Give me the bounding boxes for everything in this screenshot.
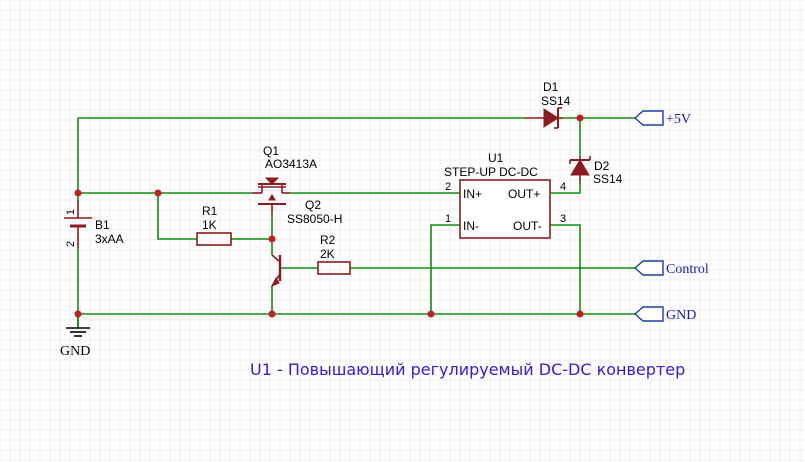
u1-ref: U1 [488, 151, 504, 165]
u1-pin-out-minus-num: 3 [560, 213, 566, 225]
junction-dot [427, 310, 435, 318]
d2-value: SS14 [593, 172, 623, 186]
diode-d2[interactable]: D2 SS14 [569, 156, 623, 186]
u1-pin-out-plus-label: OUT+ [508, 187, 540, 201]
junction-dot [268, 310, 276, 318]
junction-dot [268, 235, 276, 243]
r2-ref: R2 [320, 233, 336, 247]
junction-dot [74, 310, 82, 318]
q2-value: SS8050-H [287, 212, 342, 226]
q1-value: AO3413A [265, 157, 317, 171]
wire-in-minus [430, 224, 460, 314]
battery-pin-2: 2 [65, 241, 77, 247]
transistor-q2[interactable]: Q2 SS8050-H [270, 198, 342, 287]
r1-ref: R1 [202, 204, 218, 218]
junction-dot [154, 189, 162, 197]
battery-value: 3xAA [95, 232, 124, 246]
gnd-symbol-label: GND [60, 344, 90, 359]
wire-out-plus [550, 182, 581, 194]
q1-ref: Q1 [263, 144, 279, 158]
wire-out-minus [550, 224, 581, 314]
battery-b1[interactable]: 1 2 B1 3xAA [64, 200, 124, 248]
mosfet-q1[interactable]: Q1 AO3413A [252, 144, 317, 214]
wire-r1-left [157, 193, 197, 240]
junction-dot [576, 114, 584, 122]
u1-value: STEP-UP DC-DC [444, 165, 538, 179]
junction-dot [74, 189, 82, 197]
d1-value: SS14 [541, 94, 571, 108]
d2-ref: D2 [594, 159, 610, 173]
ground-symbol: GND [60, 314, 90, 359]
u1-pin-in-minus-num: 1 [445, 213, 451, 225]
junction-dot [576, 310, 584, 318]
u1-pin-out-plus-num: 4 [560, 181, 566, 193]
resistor-r2[interactable]: R2 2K [317, 233, 351, 275]
net-port-plus5v[interactable]: +5V [633, 110, 691, 127]
net-port-control-label: Control [666, 262, 709, 277]
q2-ref: Q2 [305, 198, 321, 212]
resistor-r1[interactable]: R1 1K [196, 204, 232, 246]
battery-pin-1: 1 [65, 209, 77, 215]
u1-pin-in-plus-num: 2 [445, 181, 451, 193]
battery-ref: B1 [95, 218, 110, 232]
junctions [74, 114, 584, 318]
schematic-note: U1 - Повышающий регулируемый DC-DC конве… [250, 360, 685, 379]
net-port-gnd[interactable]: GND [633, 306, 696, 323]
net-port-gnd-label: GND [666, 308, 696, 323]
diode-d1[interactable]: D1 SS14 [525, 80, 571, 129]
u1-pin-in-minus-label: IN- [463, 219, 479, 233]
u1-pin-out-minus-label: OUT- [513, 219, 542, 233]
r1-value: 1K [202, 218, 217, 232]
d1-ref: D1 [543, 80, 559, 94]
net-port-control[interactable]: Control [633, 260, 709, 277]
u1-pin-in-plus-label: IN+ [463, 187, 482, 201]
wires [77, 117, 635, 328]
dc-dc-module-u1[interactable]: U1 STEP-UP DC-DC 2 IN+ 1 IN- 4 OUT+ 3 OU… [444, 151, 566, 239]
r2-value: 2K [320, 247, 335, 261]
net-port-plus5v-label: +5V [666, 112, 691, 127]
